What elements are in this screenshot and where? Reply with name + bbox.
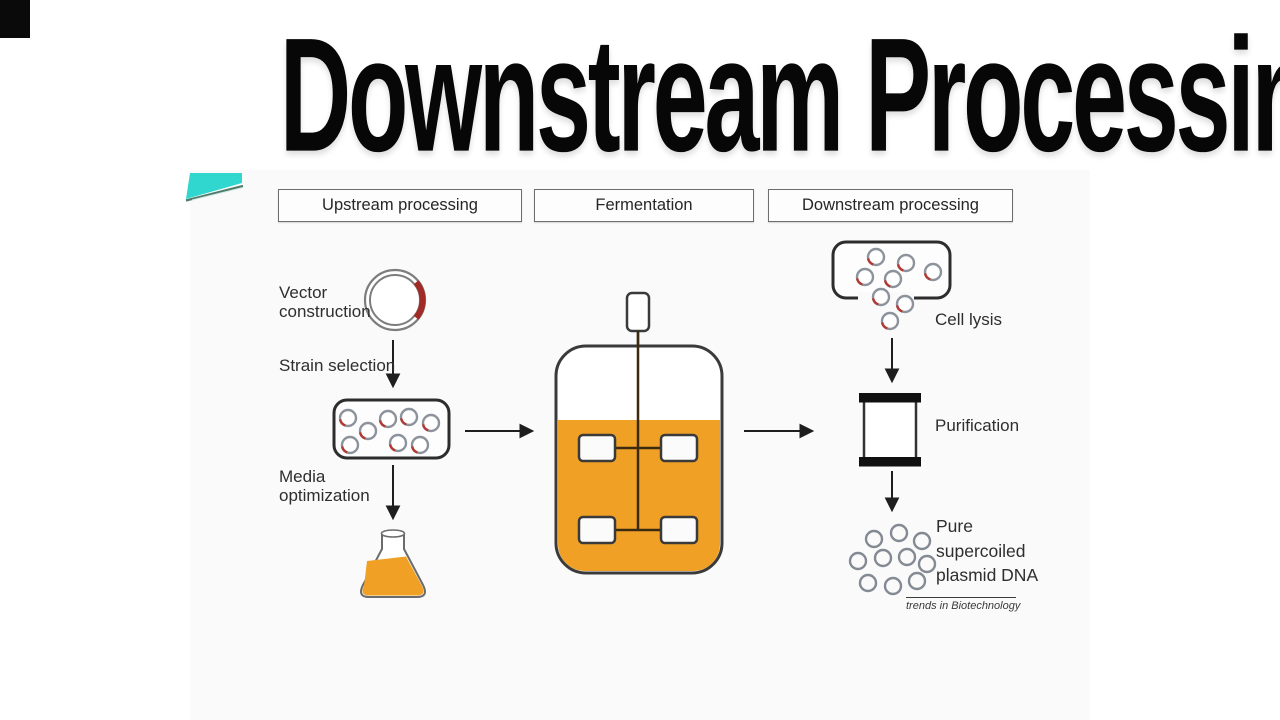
flask-icon	[360, 529, 426, 598]
journal-credit: trends in Biotechnology	[906, 597, 1020, 612]
stage-box-downstream: Downstream processing	[768, 189, 1013, 222]
stage-label-downstream: Downstream processing	[802, 196, 979, 214]
fermenter-icon	[554, 291, 724, 575]
corner-mark	[0, 0, 30, 38]
page-title: Downstream Processing	[279, 3, 1280, 186]
strain-selection-label: Strain selection	[279, 356, 396, 375]
swoosh-icon	[185, 173, 244, 202]
stage-box-upstream: Upstream processing	[278, 189, 522, 222]
stage-box-fermentation: Fermentation	[534, 189, 754, 222]
title-banner: Downstream Processing	[0, 0, 1280, 185]
cell-lysis-box-icon	[831, 240, 952, 331]
plasmid-vector-icon	[363, 268, 427, 332]
cells-box-icon	[332, 398, 451, 460]
brand-swoosh-logo	[184, 171, 244, 205]
process-flow-diagram	[332, 240, 952, 598]
cell-lysis-label: Cell lysis	[935, 310, 1003, 329]
stage-label-fermentation: Fermentation	[595, 196, 693, 214]
plasmid-cluster-icon	[848, 523, 937, 596]
product-label: Pure supercoiled plasmid DNA	[936, 516, 1039, 585]
vector-construction-label: Vector construction	[279, 283, 371, 321]
purification-label: Purification	[935, 416, 1020, 435]
media-optimization-label: Media optimization	[279, 467, 370, 505]
stage-label-upstream: Upstream processing	[322, 196, 478, 214]
purification-column-icon	[859, 393, 921, 467]
